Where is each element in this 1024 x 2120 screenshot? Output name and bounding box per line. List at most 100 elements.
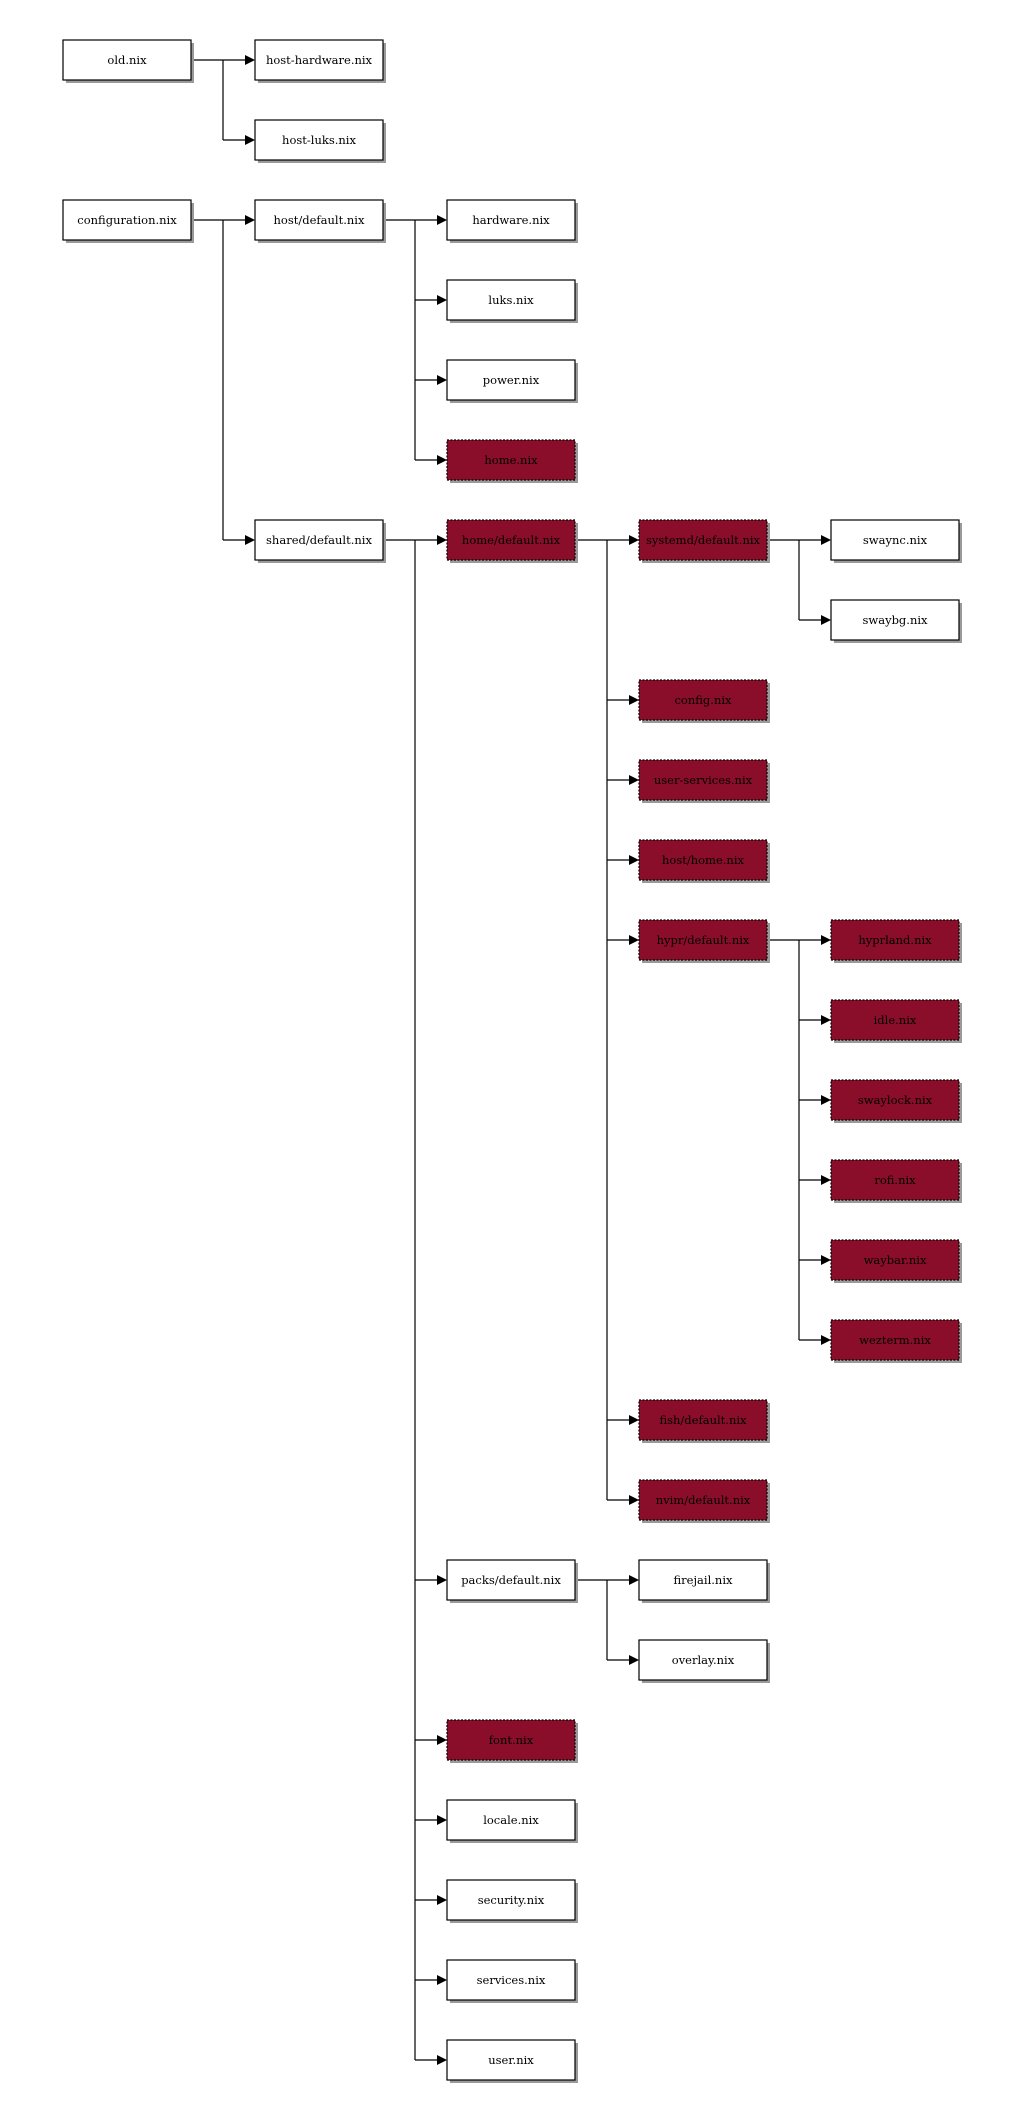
node-host-default-nix: host/default.nix bbox=[254, 199, 386, 243]
node-box bbox=[446, 1959, 576, 2001]
arrowhead-firejail-nix bbox=[629, 1575, 639, 1585]
node-label: swaync.nix bbox=[863, 533, 928, 547]
node-label: old.nix bbox=[107, 53, 147, 67]
arrowhead-idle-nix bbox=[821, 1015, 831, 1025]
node-locale-nix: locale.nix bbox=[446, 1799, 578, 1843]
arrowhead-hardware-nix bbox=[437, 215, 447, 225]
node-luks-nix: luks.nix bbox=[446, 279, 578, 323]
node-swaybg-nix: swaybg.nix bbox=[830, 599, 962, 643]
node-box bbox=[446, 1879, 576, 1921]
node-box bbox=[638, 1639, 768, 1681]
node-host-hardware-nix: host-hardware.nix bbox=[254, 39, 386, 83]
node-box-highlighted bbox=[638, 839, 768, 881]
node-box-highlighted bbox=[638, 919, 768, 961]
node-idle-nix: idle.nix bbox=[830, 999, 962, 1043]
edges-layer bbox=[191, 55, 831, 2065]
node-home-default-nix: home/default.nix bbox=[446, 519, 578, 563]
node-security-nix: security.nix bbox=[446, 1879, 578, 1923]
node-hyprland-nix: hyprland.nix bbox=[830, 919, 962, 963]
nodes-layer: host-hardware.nix host-luks.nix old.nix har… bbox=[62, 39, 962, 2083]
node-label: waybar.nix bbox=[864, 1253, 927, 1267]
node-host-luks-nix: host-luks.nix bbox=[254, 119, 386, 163]
node-label: rofi.nix bbox=[874, 1173, 916, 1187]
arrowhead-luks-nix bbox=[437, 295, 447, 305]
node-label: home.nix bbox=[484, 453, 538, 467]
node-hardware-nix: hardware.nix bbox=[446, 199, 578, 243]
arrowhead-swaybg-nix bbox=[821, 615, 831, 625]
arrowhead-config-nix bbox=[629, 695, 639, 705]
node-swaync-nix: swaync.nix bbox=[830, 519, 962, 563]
arrowhead-services-nix bbox=[437, 1975, 447, 1985]
node-box-highlighted bbox=[638, 1479, 768, 1521]
node-nvim-default-nix: nvim/default.nix bbox=[638, 1479, 770, 1523]
node-overlay-nix: overlay.nix bbox=[638, 1639, 770, 1683]
node-box-highlighted bbox=[830, 1239, 960, 1281]
arrowhead-locale-nix bbox=[437, 1815, 447, 1825]
node-label: locale.nix bbox=[483, 1813, 539, 1827]
node-box-highlighted bbox=[638, 679, 768, 721]
node-old-nix: old.nix bbox=[62, 39, 194, 83]
arrowhead-systemd-default-nix bbox=[629, 535, 639, 545]
node-firejail-nix: firejail.nix bbox=[638, 1559, 770, 1603]
node-label: shared/default.nix bbox=[266, 533, 372, 547]
node-label: fish/default.nix bbox=[659, 1413, 747, 1427]
node-box-highlighted bbox=[446, 1719, 576, 1761]
node-box-highlighted bbox=[830, 999, 960, 1041]
node-rofi-nix: rofi.nix bbox=[830, 1159, 962, 1203]
node-label: user.nix bbox=[488, 2053, 534, 2067]
node-label: font.nix bbox=[489, 1733, 534, 1747]
node-label: firejail.nix bbox=[674, 1573, 733, 1587]
arrowhead-rofi-nix bbox=[821, 1175, 831, 1185]
node-box-highlighted bbox=[638, 759, 768, 801]
node-box bbox=[446, 279, 576, 321]
node-power-nix: power.nix bbox=[446, 359, 578, 403]
node-label: idle.nix bbox=[874, 1013, 917, 1027]
node-box-highlighted bbox=[830, 919, 960, 961]
arrowhead-home-nix bbox=[437, 455, 447, 465]
node-user-services-nix: user-services.nix bbox=[638, 759, 770, 803]
node-label: packs/default.nix bbox=[461, 1573, 561, 1587]
node-systemd-default-nix: systemd/default.nix bbox=[638, 519, 770, 563]
arrowhead-hyprland-nix bbox=[821, 935, 831, 945]
node-fish-default-nix: fish/default.nix bbox=[638, 1399, 770, 1443]
arrowhead-user-nix bbox=[437, 2055, 447, 2065]
node-packs-default-nix: packs/default.nix bbox=[446, 1559, 578, 1603]
arrowhead-security-nix bbox=[437, 1895, 447, 1905]
node-box bbox=[254, 519, 384, 561]
node-label: home/default.nix bbox=[462, 533, 561, 547]
arrowhead-overlay-nix bbox=[629, 1655, 639, 1665]
arrowhead-waybar-nix bbox=[821, 1255, 831, 1265]
node-label: hyprland.nix bbox=[858, 933, 932, 947]
node-label: security.nix bbox=[478, 1893, 545, 1907]
node-label: overlay.nix bbox=[672, 1653, 735, 1667]
node-label: luks.nix bbox=[488, 293, 534, 307]
node-box bbox=[254, 199, 384, 241]
node-box bbox=[446, 1799, 576, 1841]
node-box-highlighted bbox=[830, 1159, 960, 1201]
node-label: nvim/default.nix bbox=[656, 1493, 751, 1507]
node-box bbox=[62, 39, 192, 81]
node-host-home-nix: host/home.nix bbox=[638, 839, 770, 883]
arrowhead-host-default-nix bbox=[245, 215, 255, 225]
arrowhead-host-luks-nix bbox=[245, 135, 255, 145]
node-label: hypr/default.nix bbox=[657, 933, 750, 947]
node-box bbox=[254, 119, 384, 161]
arrowhead-power-nix bbox=[437, 375, 447, 385]
arrowhead-fish-default-nix bbox=[629, 1415, 639, 1425]
node-box-highlighted bbox=[638, 519, 768, 561]
node-box bbox=[446, 2039, 576, 2081]
arrowhead-user-services-nix bbox=[629, 775, 639, 785]
arrowhead-packs-default-nix bbox=[437, 1575, 447, 1585]
arrowhead-host-home-nix bbox=[629, 855, 639, 865]
node-label: user-services.nix bbox=[654, 773, 753, 787]
arrowhead-font-nix bbox=[437, 1735, 447, 1745]
node-box bbox=[638, 1559, 768, 1601]
node-box bbox=[446, 1559, 576, 1601]
arrowhead-shared-default-nix bbox=[245, 535, 255, 545]
arrowhead-swaylock-nix bbox=[821, 1095, 831, 1105]
node-label: host-luks.nix bbox=[282, 133, 356, 147]
node-label: swaybg.nix bbox=[862, 613, 928, 627]
node-box-highlighted bbox=[830, 1079, 960, 1121]
arrowhead-host-hardware-nix bbox=[245, 55, 255, 65]
